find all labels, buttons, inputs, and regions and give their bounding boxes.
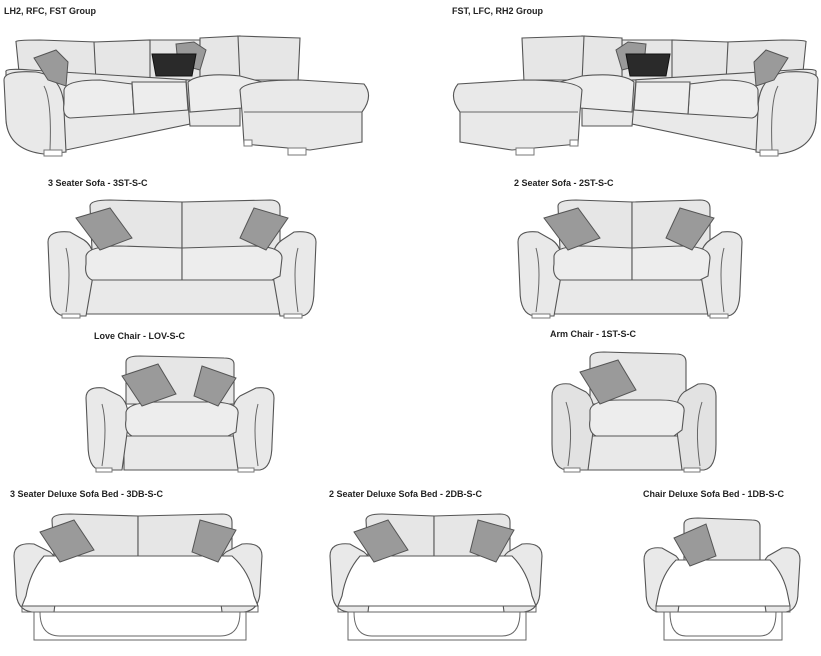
corner-group-right-image (452, 35, 819, 157)
corner-group-left-image (3, 35, 370, 157)
three-seater-sofabed-image (13, 513, 263, 641)
chair-sofabed-image (643, 517, 801, 641)
three-seater-sofa-image (47, 199, 317, 319)
two-seater-sofabed-image (329, 513, 543, 641)
label-two-sofabed: 2 Seater Deluxe Sofa Bed - 2DB-S-C (329, 489, 483, 499)
two-seater-sofa-image (517, 199, 743, 319)
label-fst-group: FST, LFC, RH2 Group (452, 6, 543, 16)
label-lh2-group: LH2, RFC, FST Group (4, 6, 96, 16)
label-chair-sofabed: Chair Deluxe Sofa Bed - 1DB-S-C (643, 489, 785, 499)
love-chair-image (85, 355, 275, 473)
label-two-seater: 2 Seater Sofa - 2ST-S-C (514, 178, 614, 188)
label-three-seater: 3 Seater Sofa - 3ST-S-C (48, 178, 148, 188)
label-arm-chair: Arm Chair - 1ST-S-C (550, 329, 637, 339)
arm-chair-image (551, 351, 717, 473)
label-three-sofabed: 3 Seater Deluxe Sofa Bed - 3DB-S-C (10, 489, 164, 499)
label-love-chair: Love Chair - LOV-S-C (94, 331, 186, 341)
